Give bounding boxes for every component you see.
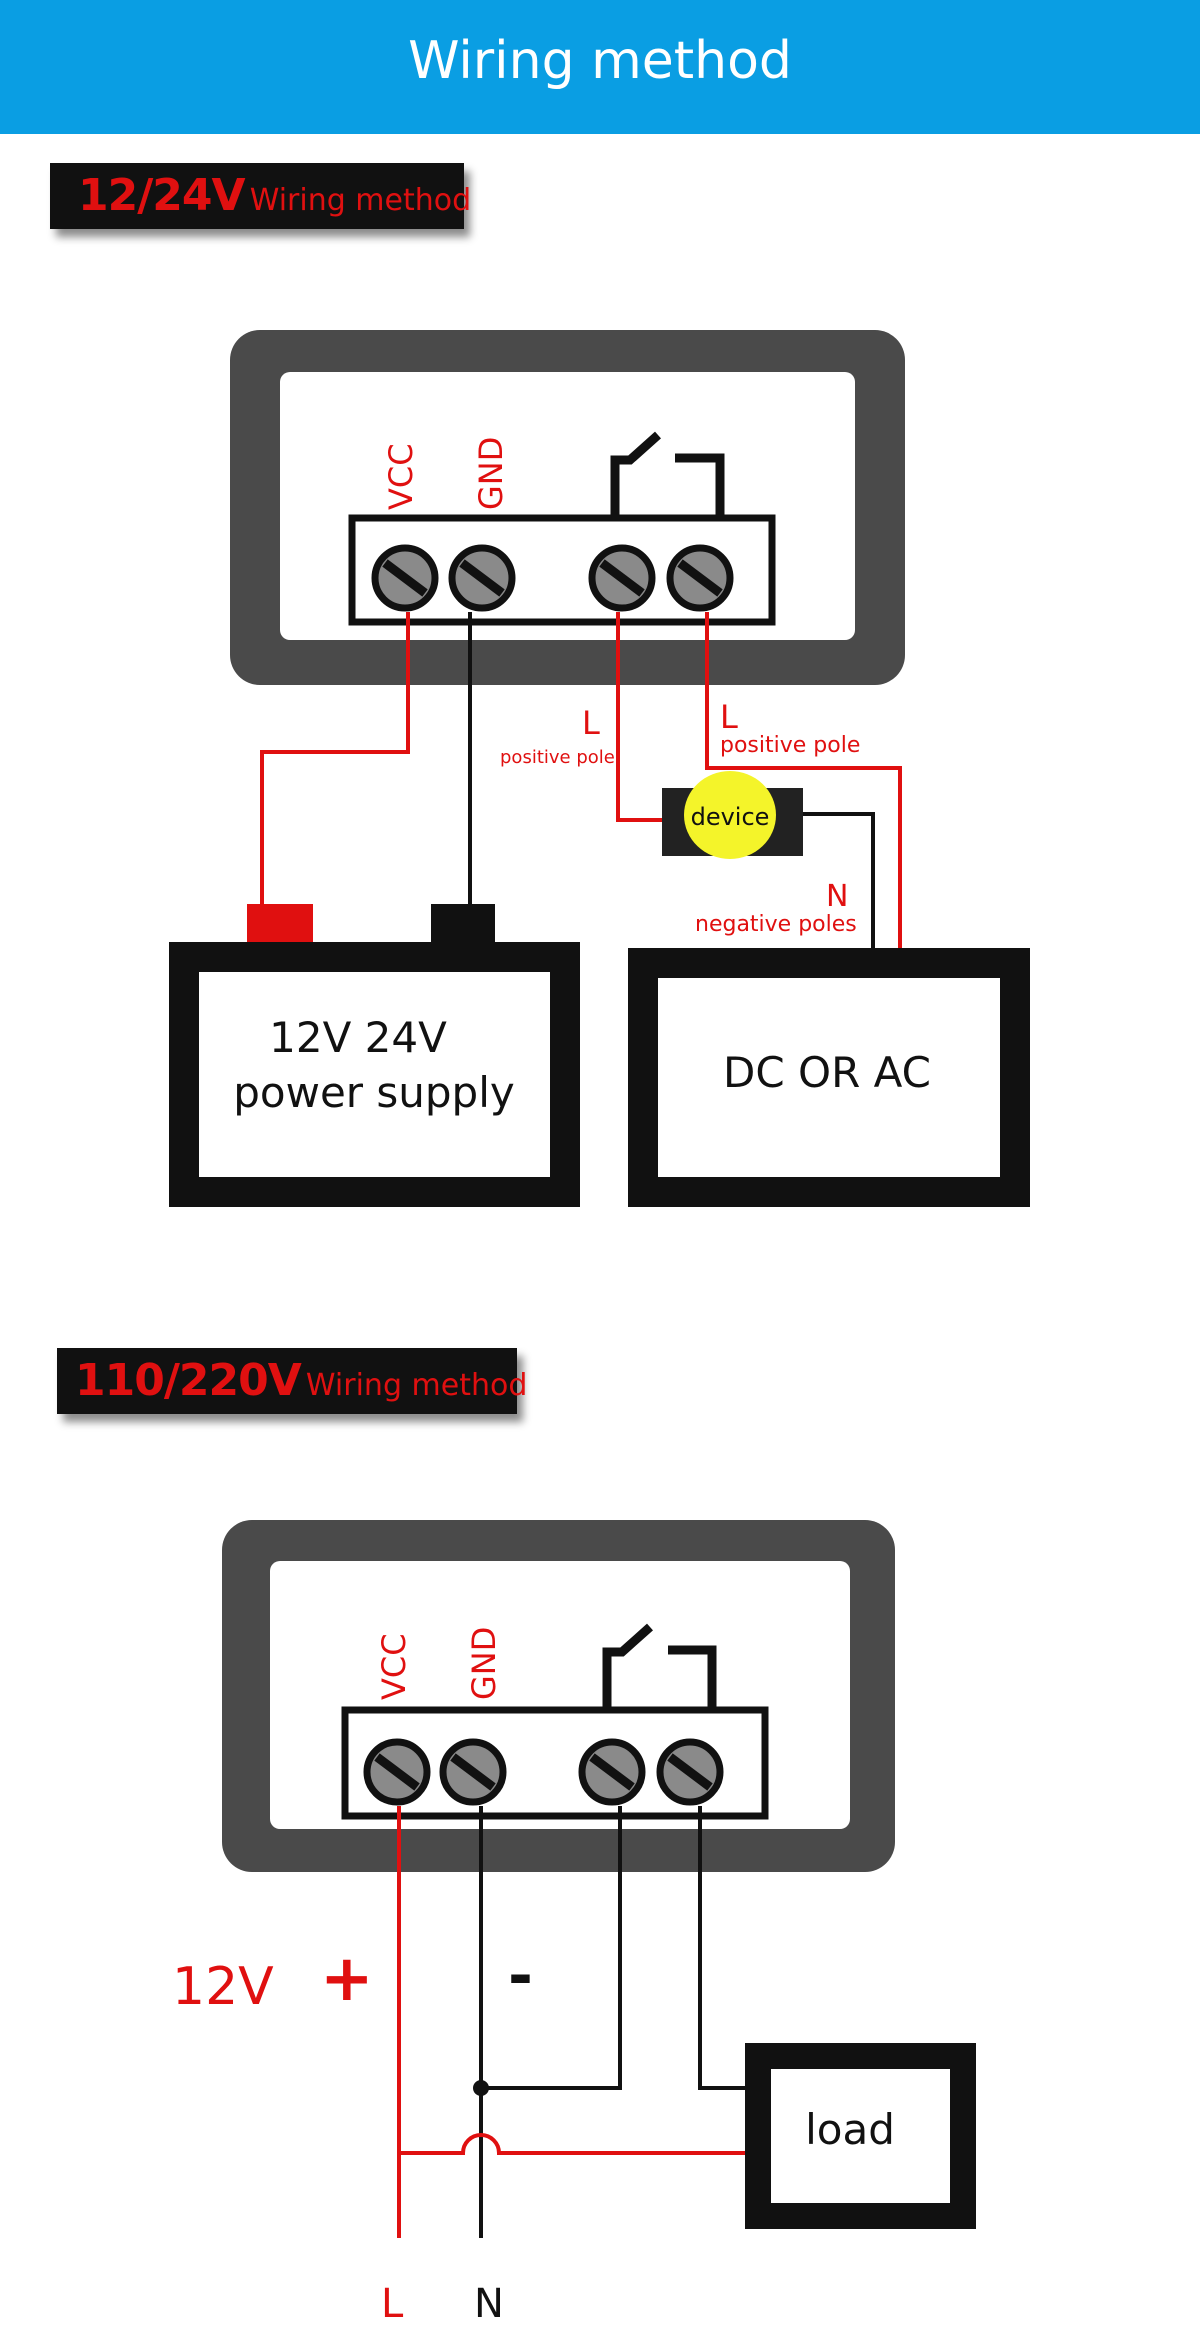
label-vcc-2: VCC	[375, 1633, 413, 1700]
terminal-gnd-screw	[452, 548, 512, 608]
section-2-voltage: 110/220V	[75, 1355, 302, 1406]
wire-l-to-load	[399, 2133, 745, 2155]
relay-no-screw	[670, 548, 730, 608]
section-1-badge-text: Wiring method	[249, 183, 472, 218]
label-vcc: VCC	[382, 443, 420, 510]
power-positive-terminal	[247, 904, 313, 946]
label-n-line: N	[474, 2281, 504, 2327]
section-1-diagram: VCC GND device L positive pole L positiv…	[169, 330, 1030, 1207]
page-title: Wiring method	[408, 31, 792, 91]
section-2-diagram: VCC GND load 12V + - L N	[172, 1520, 976, 2327]
relay-com-screw-2	[582, 1742, 642, 1802]
terminal-vcc-screw	[375, 548, 435, 608]
power-supply-box	[169, 942, 580, 1207]
dc-ac-label: DC OR AC	[723, 1048, 931, 1097]
label-plus: +	[320, 1942, 374, 2016]
label-l-left: L	[582, 704, 600, 742]
wire-com-to-n	[481, 1806, 622, 2090]
relay-com-screw	[592, 548, 652, 608]
label-l-line: L	[381, 2281, 404, 2327]
label-positive-left: positive pole	[500, 747, 615, 768]
junction-dot	[473, 2080, 489, 2096]
relay-contact-symbol	[610, 431, 725, 518]
wire-vcc	[260, 612, 410, 905]
relay-contact-symbol-2	[602, 1623, 717, 1710]
header-bar: Wiring method	[0, 0, 1200, 134]
dc-ac-source-box	[628, 948, 1030, 1207]
device-lamp	[684, 771, 776, 859]
power-supply-line2: power supply	[233, 1068, 515, 1117]
section-2-badge-text: Wiring method	[305, 1368, 528, 1403]
section-1-voltage: 12/24V	[78, 170, 246, 221]
label-l-right: L	[720, 698, 738, 736]
load-box	[745, 2043, 976, 2229]
wire-no-to-load	[698, 1806, 745, 2090]
power-supply-line1: 12V 24V	[269, 1013, 447, 1062]
section-1-badge: 12/24V Wiring method	[50, 163, 471, 229]
terminal-gnd-screw-2	[443, 1742, 503, 1802]
wire-no-to-source	[705, 612, 902, 948]
label-12v: 12V	[172, 1957, 274, 2017]
label-n: N	[826, 879, 848, 914]
label-gnd: GND	[472, 437, 510, 510]
power-negative-terminal	[431, 904, 495, 946]
wire-com-to-device	[616, 612, 662, 822]
label-gnd-2: GND	[465, 1627, 503, 1700]
label-minus: -	[508, 1941, 533, 2011]
label-positive-right: positive pole	[720, 733, 860, 758]
section-2-badge: 110/220V Wiring method	[57, 1348, 527, 1414]
wire-device-to-source	[803, 812, 875, 948]
relay-no-screw-2	[660, 1742, 720, 1802]
label-negative: negative poles	[695, 912, 857, 937]
terminal-vcc-screw-2	[367, 1742, 427, 1802]
device-label: device	[691, 803, 770, 831]
load-label: load	[805, 2105, 895, 2154]
